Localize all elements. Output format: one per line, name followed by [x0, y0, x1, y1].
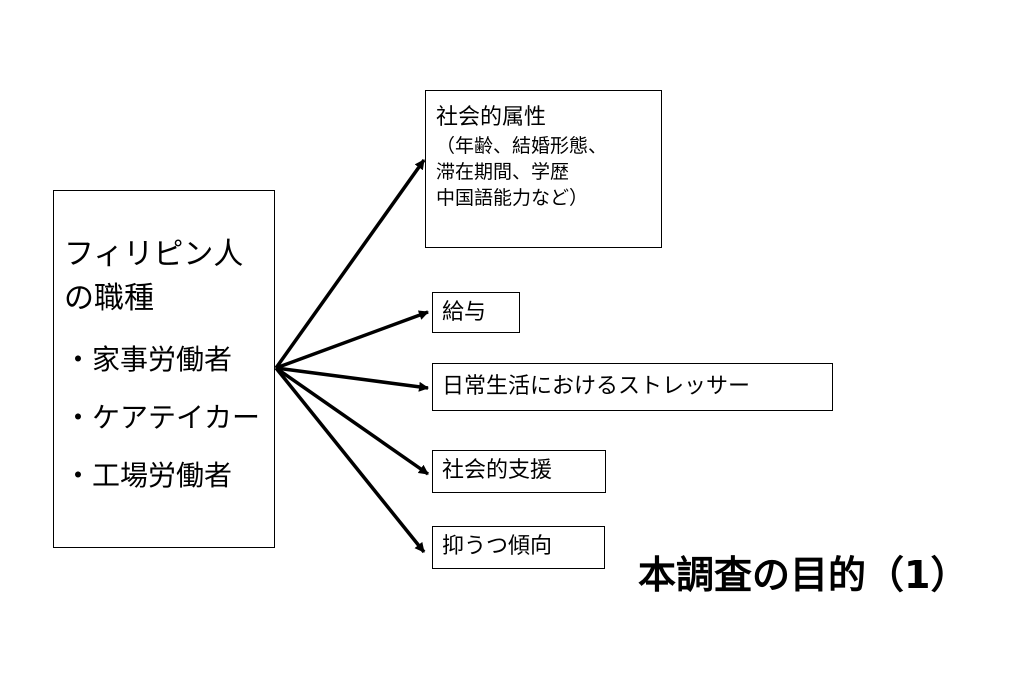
depression-label: 抑うつ傾向: [442, 534, 553, 559]
social-support-label: 社会的支援: [442, 458, 553, 483]
social-attributes-box: 社会的属性 （年齢、結婚形態、 滞在期間、学歴 中国語能力など）: [425, 90, 662, 248]
arrow-to-depression: [274, 366, 426, 554]
arrow-to-social-attributes: [274, 158, 426, 370]
salary-box: 給与: [432, 292, 520, 333]
social-attributes-line: （年齢、結婚形態、: [436, 135, 608, 157]
occupation-title-line1: フィリピン人: [64, 237, 244, 272]
salary-label: 給与: [442, 300, 487, 325]
stress-box: 日常生活におけるストレッサー: [432, 363, 833, 411]
arrow-to-social-support: [274, 366, 430, 476]
occupation-box: フィリピン人 の職種 ・家事労働者 ・ケアテイカー ・工場労働者: [53, 190, 275, 548]
slide-title: 本調査の目的（1）: [638, 553, 969, 597]
social-attributes-title: 社会的属性: [436, 105, 547, 130]
occupation-list: ・家事労働者 ・ケアテイカー ・工場労働者: [64, 343, 274, 493]
stress-label: 日常生活におけるストレッサー: [442, 374, 751, 399]
social-attributes-line: 滞在期間、学歴: [436, 161, 570, 183]
occupation-item-domestic-worker: ・家事労働者: [64, 343, 233, 376]
occupation-item-factory-worker: ・工場労働者: [64, 459, 233, 492]
depression-box: 抑うつ傾向: [432, 526, 605, 569]
arrow-to-stress: [275, 366, 429, 392]
arrow-to-salary: [275, 310, 429, 370]
occupation-title-line2: の職種: [64, 281, 154, 316]
occupation-item-caretaker: ・ケアテイカー: [64, 401, 261, 434]
social-attributes-line: 中国語能力など）: [436, 187, 589, 209]
social-support-box: 社会的支援: [432, 450, 606, 493]
occupation-title: フィリピン人 の職種: [64, 233, 274, 321]
